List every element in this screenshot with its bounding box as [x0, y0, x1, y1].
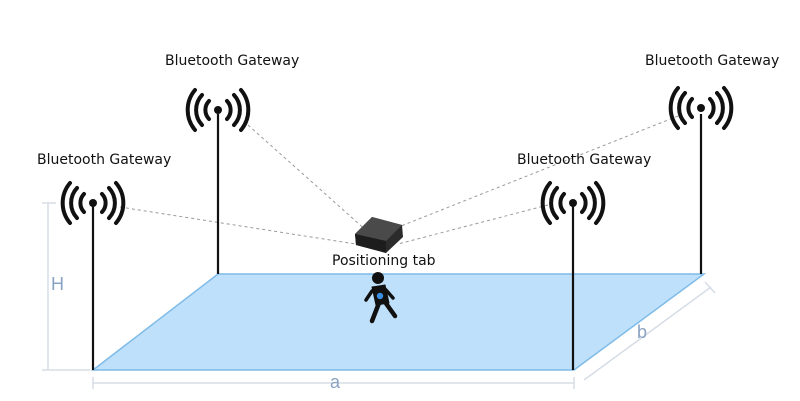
gateway-poles	[91, 114, 703, 370]
gateway-label-top-right: Bluetooth Gateway	[645, 53, 780, 69]
dimension-lines	[42, 202, 716, 389]
positioning-tag-label: Positioning tab	[332, 253, 436, 269]
wireless-signal-icon	[668, 86, 734, 130]
wireless-signal-icon	[60, 181, 126, 225]
wireless-signal-icon	[185, 88, 251, 132]
gateway-label-top-left: Bluetooth Gateway	[165, 53, 300, 69]
dimension-depth-label: b	[637, 322, 648, 342]
positioning-tag-device-icon	[355, 217, 403, 253]
wireless-signal-icon	[540, 181, 606, 225]
dimension-height-label: H	[51, 274, 64, 294]
signal-lines	[119, 115, 679, 246]
gateway-label-right: Bluetooth Gateway	[517, 152, 652, 168]
dimension-width-label: a	[330, 372, 341, 392]
gateway-label-left: Bluetooth Gateway	[37, 152, 172, 168]
floor-area	[90, 273, 707, 371]
walking-person-icon	[364, 272, 398, 324]
